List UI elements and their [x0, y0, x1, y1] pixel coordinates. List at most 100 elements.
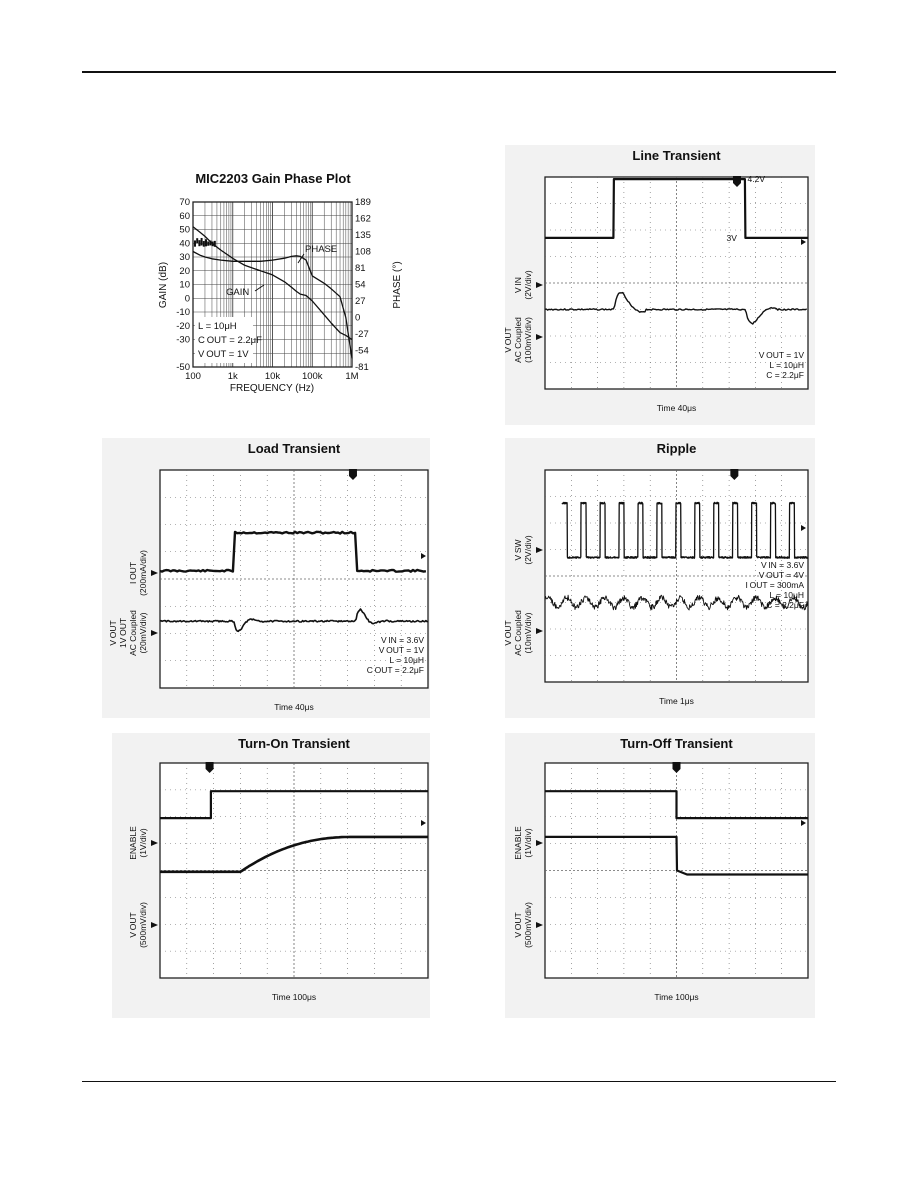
y-tick-label-right: 135	[355, 230, 371, 241]
trigger-marker-letter: T	[208, 765, 212, 771]
enable-trace	[545, 790, 808, 820]
y-tick-label-right: 189	[355, 197, 371, 208]
condition-text: I OUT = 300mA	[746, 580, 805, 590]
condition-text: V OUT = 1V	[759, 350, 805, 360]
channel-label-line: AC Coupled	[513, 610, 523, 656]
channel-label-line: (200mA/div)	[138, 550, 148, 596]
channel-label-line: (500mV/div)	[138, 902, 148, 948]
channel-label-line: V OUT	[503, 327, 513, 352]
chart-title: Line Transient	[632, 148, 721, 163]
bottom-rule	[82, 1081, 836, 1082]
time-base-label: Time 40μs	[657, 403, 697, 413]
chart-title: Ripple	[657, 441, 697, 456]
channel-label-line: I OUT	[128, 562, 138, 584]
vsw-trace	[561, 501, 809, 559]
vout-trace	[544, 291, 808, 325]
channel-marker-icon	[536, 922, 543, 928]
y-tick-label-left: 50	[179, 225, 190, 236]
chart-title: Load Transient	[248, 441, 341, 456]
channel-marker-icon	[536, 840, 543, 846]
chart-title: Turn-On Transient	[238, 736, 350, 751]
channel1-label: ENABLE(1V/div)	[128, 826, 148, 860]
x-tick-label: 10k	[265, 371, 281, 382]
condition-text: L = 10μH	[769, 360, 804, 370]
channel-marker-icon	[536, 628, 543, 634]
vout-ripple-trace	[544, 594, 809, 611]
phase-arrow	[297, 253, 305, 264]
channel-marker-icon	[536, 334, 543, 340]
channel-marker-icon	[536, 547, 543, 553]
y-tick-label-left: -10	[176, 307, 190, 318]
y-tick-label-left: -50	[176, 362, 190, 373]
condition-text: L = 10μH	[769, 590, 804, 600]
x-tick-label: 1k	[228, 371, 238, 382]
y-tick-label-right: 162	[355, 214, 371, 225]
trigger-marker-icon	[205, 762, 214, 773]
y-tick-label-left: 60	[179, 211, 190, 222]
y-tick-label-left: -30	[176, 335, 190, 346]
chart-title: MIC2203 Gain Phase Plot	[195, 171, 351, 186]
trigger-marker-letter: T	[733, 472, 737, 478]
condition-text: V OUT = 1V	[379, 645, 425, 655]
channel-label-line: AC Coupled	[513, 317, 523, 363]
gain-noise-mark	[207, 241, 210, 246]
gp-condition-1: L = 10μH	[198, 321, 237, 332]
iout-trace	[159, 530, 427, 573]
phase-annotation: PHASE	[305, 244, 337, 255]
phase-trace	[192, 250, 353, 359]
gain-noise-mark	[198, 240, 201, 247]
channel-label-line: (10mV/div)	[523, 612, 533, 653]
x-tick-label: 1M	[345, 371, 358, 382]
trigger-marker-icon	[672, 762, 681, 773]
trigger-marker-letter: T	[675, 765, 679, 771]
gain-noise-mark	[196, 238, 199, 244]
x-tick-label: 100k	[302, 371, 323, 382]
gain-arrow	[254, 284, 265, 292]
gain-annotation: GAIN	[226, 287, 249, 298]
channel1-label: V IN(2V/div)	[513, 270, 533, 299]
y-axis-label-left: GAIN (dB)	[158, 262, 169, 308]
time-base-label: Time 100μs	[272, 992, 316, 1002]
trigger-level-icon	[421, 553, 426, 559]
channel-label-line: (2V/div)	[523, 270, 533, 299]
vin-low-label: 3V	[726, 233, 737, 243]
condition-text: V IN = 3.6V	[761, 560, 804, 570]
y-tick-label-left: 40	[179, 238, 190, 249]
channel-label-line: (20mV/div)	[138, 612, 148, 653]
y-tick-label-left: 0	[185, 293, 190, 304]
time-base-label: Time 100μs	[654, 992, 698, 1002]
y-tick-label-right: 108	[355, 247, 371, 258]
gain-noise-mark	[200, 237, 203, 246]
channel-marker-icon	[151, 630, 158, 636]
trigger-level-icon	[421, 820, 426, 826]
vin-high-label: 4.2V	[748, 174, 766, 184]
y-tick-label-left: 20	[179, 266, 190, 277]
trigger-level-icon	[801, 820, 806, 826]
vout-trace	[159, 608, 429, 633]
top-rule	[82, 71, 836, 73]
channel1-label: ENABLE(1V/div)	[513, 826, 533, 860]
y-tick-label-left: 30	[179, 252, 190, 263]
channel1-label: I OUT(200mA/div)	[128, 550, 148, 596]
channel-label-line: (2V/div)	[523, 535, 533, 564]
time-base-label: Time 1μs	[659, 696, 694, 706]
vin-trace	[545, 178, 808, 239]
channel-label-line: 1V OUT	[118, 618, 128, 648]
gain-noise-mark	[194, 240, 196, 247]
x-tick-label: 100	[185, 371, 201, 382]
channel2-label: V OUTAC Coupled(100mV/div)	[503, 317, 533, 363]
y-tick-label-left: 10	[179, 280, 190, 291]
channel-label-line: V OUT	[108, 620, 118, 645]
channel-label-line: V OUT	[128, 912, 138, 937]
channel2-label: V OUT1V OUTAC Coupled(20mV/div)	[108, 610, 148, 656]
y-tick-label-left: -20	[176, 321, 190, 332]
channel2-label: V OUT(500mV/div)	[513, 902, 533, 948]
channel-marker-icon	[151, 922, 158, 928]
y-tick-label-right: -27	[355, 329, 369, 340]
condition-text: C OUT = 2.2μF	[367, 665, 424, 675]
